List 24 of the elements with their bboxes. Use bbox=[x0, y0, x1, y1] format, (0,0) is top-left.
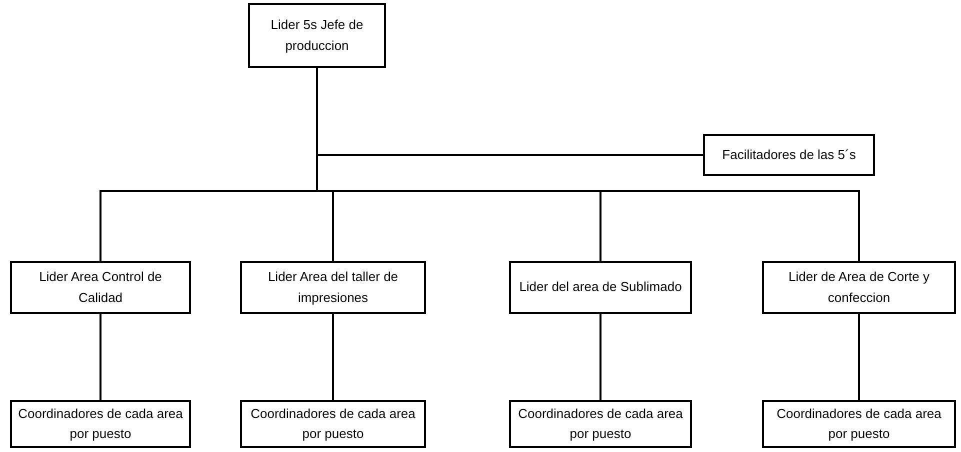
org-box bbox=[509, 400, 692, 448]
role-label: Lider de Area de Corte y confeccion bbox=[788, 268, 930, 306]
org-box bbox=[248, 3, 386, 68]
org-box bbox=[762, 400, 956, 448]
connector-line bbox=[600, 314, 602, 400]
role-label: Coordinadores de cada area por puesto bbox=[250, 404, 416, 443]
role-label: Facilitadores de las 5´s bbox=[722, 146, 856, 164]
org-box bbox=[509, 261, 692, 314]
role-label: Lider Area Control de Calidad bbox=[38, 268, 163, 306]
connector-line bbox=[100, 314, 102, 400]
org-box bbox=[10, 400, 191, 448]
org-box bbox=[762, 261, 956, 314]
role-label: Coordinadores de cada area por puesto bbox=[517, 404, 684, 443]
connector-line bbox=[858, 314, 860, 400]
role-label: Lider 5s Jefe de produccion bbox=[270, 16, 364, 55]
org-box bbox=[240, 400, 426, 448]
role-label: Coordinadores de cada area por puesto bbox=[17, 404, 184, 443]
connector-line bbox=[332, 314, 334, 400]
org-box bbox=[10, 261, 191, 314]
org-box bbox=[240, 261, 426, 314]
role-label: Coordinadores de cada area por puesto bbox=[776, 404, 942, 443]
role-label: Lider Area del taller de impresiones bbox=[266, 268, 400, 307]
role-label: Lider del area de Sublimado bbox=[519, 278, 682, 296]
org-box bbox=[703, 134, 875, 176]
